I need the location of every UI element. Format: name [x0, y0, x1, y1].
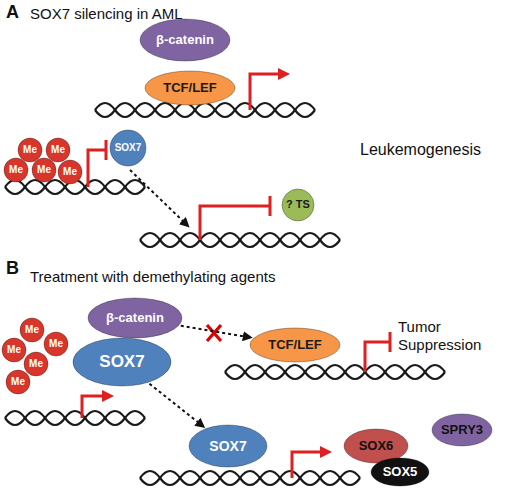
annotation-text: Treatment with demethylating agents	[30, 268, 350, 286]
dna-strand	[5, 411, 145, 425]
shape-fill	[4, 158, 28, 182]
dna-strand	[225, 365, 445, 379]
shape-fill	[189, 425, 267, 467]
annotation-text: Leukemogenesis	[360, 140, 510, 159]
node-text: ? TS	[286, 199, 310, 211]
shape-fill	[6, 370, 30, 394]
node-text: Me	[29, 359, 43, 370]
annotation-text: Tumor Suppression	[398, 318, 510, 354]
promoter-blocked	[88, 140, 106, 187]
node-text: Me	[11, 377, 25, 388]
node-text: SOX7	[99, 353, 144, 371]
methyl-group: Me	[43, 331, 69, 357]
dna-strand	[225, 365, 445, 379]
protein-oval: SOX5	[370, 457, 430, 487]
shape-fill	[58, 160, 82, 184]
node-text: SOX5	[383, 465, 418, 479]
annotation-text: SOX7 silencing in AML	[30, 5, 280, 23]
node-text: SPRY3	[441, 423, 483, 437]
promoter-arrow	[82, 396, 108, 418]
shape-fill	[24, 352, 48, 376]
protein-oval: β-catenin	[139, 18, 231, 62]
shape-fill	[371, 458, 429, 486]
shape-fill	[32, 158, 56, 182]
shape-fill	[46, 138, 70, 162]
shape-fill	[2, 338, 26, 362]
dna-strand	[95, 103, 315, 117]
shape-fill	[44, 332, 68, 356]
block-cross	[207, 325, 221, 341]
protein-oval: TCF/LEF	[144, 70, 236, 106]
dna-strand	[140, 471, 360, 485]
protein-oval: β-catenin	[87, 297, 183, 339]
methyl-group: Me	[19, 317, 45, 343]
shape-fill	[110, 130, 146, 166]
node-text: Me	[51, 145, 65, 156]
shape-fill	[145, 71, 235, 105]
node-text: TCF/LEF	[268, 338, 321, 352]
promoter-arrow	[292, 452, 326, 478]
promoter-blocked	[365, 332, 390, 372]
methyl-group: Me	[23, 351, 49, 377]
promoter-arrow	[250, 74, 284, 110]
node-text: Me	[25, 325, 39, 336]
dna-strand	[140, 233, 340, 247]
dotted-arrow	[149, 384, 201, 425]
node-text: SOX6	[359, 439, 394, 453]
methyl-group: Me	[1, 337, 27, 363]
node-text: Me	[63, 167, 77, 178]
dna-strand	[140, 471, 360, 485]
shape-fill	[88, 298, 182, 338]
node-text: Me	[37, 165, 51, 176]
shape-fill	[282, 189, 314, 221]
node-text: β-catenin	[156, 33, 214, 47]
promoter-blocked	[200, 196, 270, 240]
protein-oval: SOX7	[72, 337, 172, 387]
dna-strand	[140, 233, 340, 247]
shape-fill	[18, 138, 42, 162]
node-text: Me	[49, 339, 63, 350]
dotted-arrow	[130, 170, 186, 224]
protein-circle: ? TS	[281, 188, 315, 222]
protein-oval: SPRY3	[431, 413, 493, 447]
dotted-arrow	[181, 326, 248, 337]
shape-fill	[20, 318, 44, 342]
node-text: β-catenin	[106, 311, 164, 325]
node-text: TCF/LEF	[163, 81, 216, 95]
protein-oval: TCF/LEF	[249, 327, 341, 363]
methyl-group: Me	[5, 369, 31, 395]
panel-letter: B	[6, 258, 26, 280]
node-text: SOX7	[209, 439, 246, 454]
panel-letter: A	[6, 2, 26, 24]
shape-fill	[432, 414, 492, 446]
dna-strand	[95, 103, 315, 117]
protein-circle: SOX7	[109, 129, 147, 167]
methyl-group: Me	[45, 137, 71, 163]
methyl-group: Me	[57, 159, 83, 185]
shape-fill	[250, 328, 340, 362]
protein-oval: SOX7	[188, 424, 268, 468]
dna-strand	[5, 411, 145, 425]
node-text: Me	[7, 345, 21, 356]
node-text: SOX7	[115, 143, 142, 154]
shape-fill	[73, 338, 171, 386]
node-text: Me	[23, 145, 37, 156]
shape-fill	[140, 19, 230, 61]
node-text: Me	[9, 165, 23, 176]
